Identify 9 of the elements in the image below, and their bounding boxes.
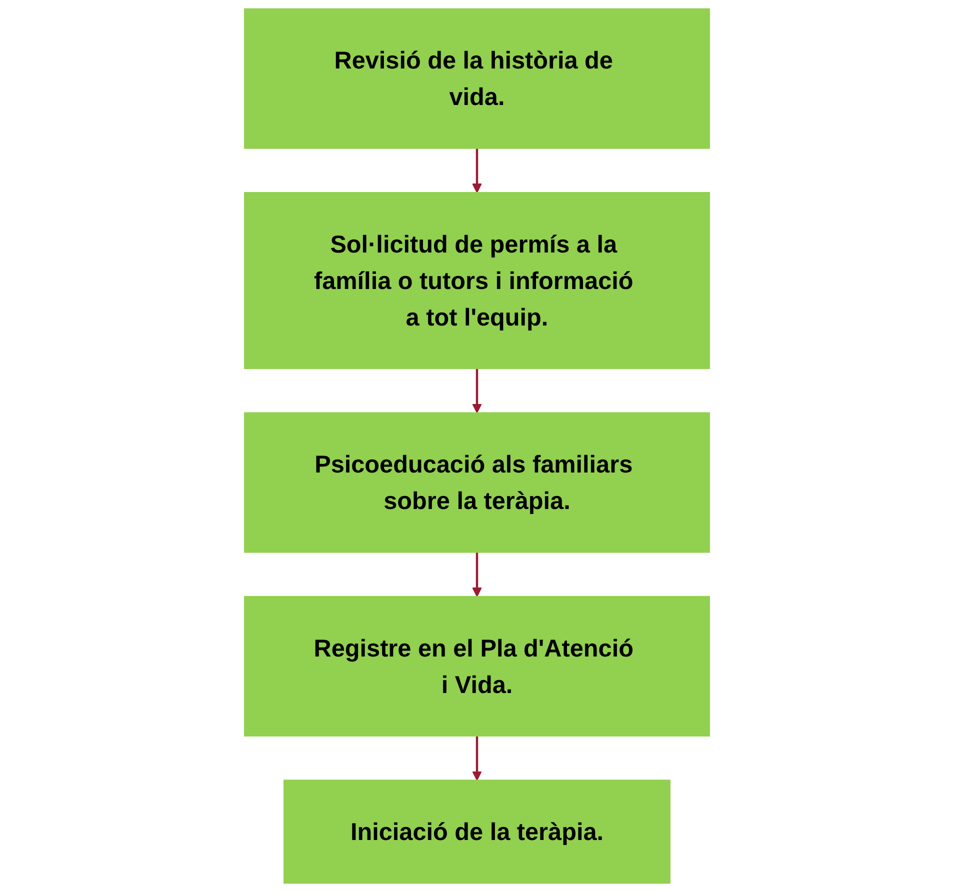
- arrow: [472, 368, 482, 414]
- arrow: [472, 552, 482, 597]
- node-box: Psicoeducació als familiars sobre la teràpia.: [244, 412, 710, 553]
- arrow: [472, 148, 482, 193]
- node-box: Registre en el Pla d'Atenció i Vida.: [244, 596, 710, 736]
- node-box: Iniciació de la teràpia.: [284, 780, 670, 884]
- node-box: Sol·licitud de permís a la família o tutors i informació a tot l'equip.: [244, 192, 710, 370]
- node-box: Revisió de la història de vida.: [244, 8, 710, 149]
- arrow: [472, 736, 482, 781]
